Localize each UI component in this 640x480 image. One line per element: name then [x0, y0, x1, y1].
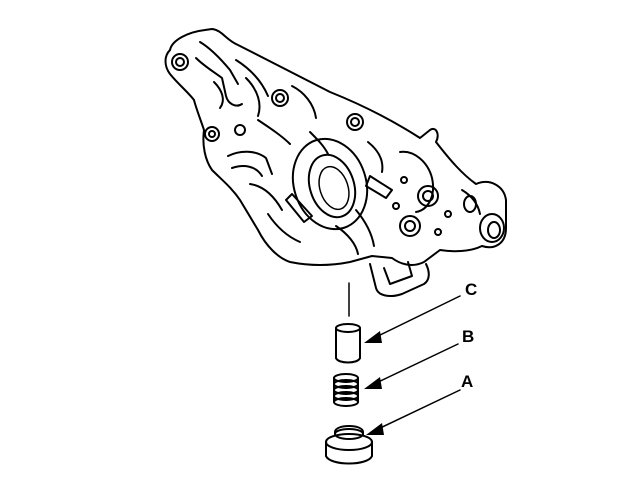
arrowhead-b	[364, 377, 382, 389]
bolt-hole-left	[204, 126, 220, 142]
arrowhead-a	[366, 423, 384, 435]
sealing-bolt-cap	[325, 425, 373, 465]
leader-b	[373, 343, 459, 385]
arrowhead-c	[364, 331, 382, 343]
outlet-boss	[479, 213, 505, 243]
relief-valve-spring	[333, 373, 359, 407]
oil-pump-housing	[164, 28, 507, 297]
passage-lower	[399, 215, 421, 237]
rotor-bore-outer	[291, 137, 369, 231]
leader-a	[375, 389, 461, 431]
leader-lines	[373, 295, 461, 431]
callout-label-a: A	[461, 372, 474, 391]
callout-label-c: C	[465, 280, 478, 299]
relief-valve-bore	[369, 263, 430, 297]
leader-c	[373, 295, 461, 339]
passage-upper	[417, 185, 439, 207]
bolt-hole-top-left	[171, 53, 189, 71]
housing-outline	[164, 28, 507, 266]
bolt-hole-mid	[234, 124, 246, 136]
rotor-bore-inner	[307, 153, 357, 219]
bolt-hole-right-top	[346, 113, 364, 131]
bolt-hole-top	[271, 89, 289, 107]
arrowheads	[364, 331, 384, 435]
relief-valve-plunger	[335, 323, 361, 364]
callout-label-b: B	[462, 327, 475, 346]
